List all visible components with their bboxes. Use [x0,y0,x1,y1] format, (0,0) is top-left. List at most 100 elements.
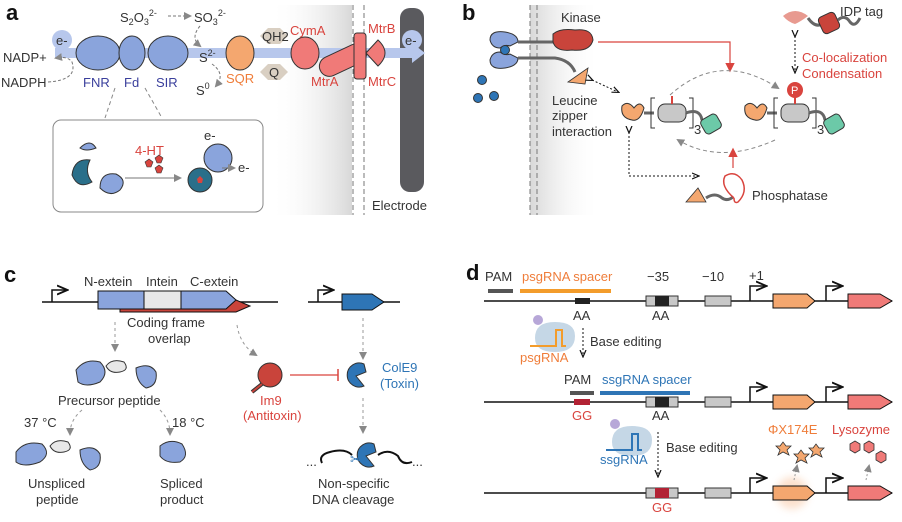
spliced-arrow [159,409,174,436]
ligand [473,93,483,103]
precursor-intein [105,360,127,373]
aa-label: AA [652,408,670,423]
psg-spacer-label: psgRNA spacer [522,269,613,284]
scissors-icon: ✂ [350,451,362,467]
base-editing-label-2: Base editing [666,440,738,455]
mtrb-protein [353,32,367,80]
bound-inducer [197,176,203,183]
idp-partner-shape [783,11,808,24]
repeat-count: 3 [694,122,701,137]
deaminase [533,315,543,325]
substrate-domain [657,103,687,123]
ligand [500,45,510,55]
unspliced-label-1: Unspliced [28,476,85,491]
lysozyme-protein [875,450,887,464]
spliced-product [159,440,186,463]
reporter-domain [700,113,722,135]
kinase-activity-arrow [598,41,735,73]
target-site [575,298,590,304]
fd-protein [118,35,146,71]
mtrc-label: MtrC [368,74,396,89]
phix-protein-star [775,441,792,456]
phosphatase [722,173,745,204]
lysozyme-gene [847,293,893,309]
dna-ellipsis-right: ... [412,454,423,469]
minus35-site [655,397,669,407]
phix-label: ΦX174E [768,422,818,437]
sir-protein [147,35,189,71]
n-extein-label: N-extein [84,274,132,289]
panel-c-letter: c [4,262,16,287]
zipper-domain [621,102,645,121]
colocalization-label: Co-localization [802,50,887,65]
base-editing-label-1: Base editing [590,334,662,349]
panel-a: a Electrode e- e- NADP+ NADPH FNR Fd SIR… [1,0,427,215]
deaminase [610,419,620,429]
nadph-label: NADPH [1,75,47,90]
dna-ellipsis-left: ... [306,454,317,469]
pam-label-1: PAM [485,269,512,284]
kinase-label: Kinase [561,10,601,25]
promoter-arrow [825,387,841,402]
c-extein-segment [180,290,237,310]
leucine-label-2: zipper [552,108,588,123]
gg-label: GG [652,500,672,515]
lysozyme-gene [847,485,893,501]
receptor-linker [518,56,577,73]
promoter-arrow [51,290,66,302]
q-hexagon [260,64,288,80]
minus10-label: −10 [702,269,724,284]
electron-right: e- [405,33,417,48]
panel-c: c N-extein Intein C-extein Coding frame … [4,262,423,507]
electron-bubble [52,30,72,50]
ssgrna-shape [606,433,642,451]
psgrna-label: psgRNA [520,350,569,365]
precursor-label: Precursor peptide [58,393,161,408]
toxin-label: (Toxin) [380,376,419,391]
electron-left: e- [56,33,68,48]
mtrb-label: MtrB [368,21,395,36]
cleavage-label-1: Non-specific [318,476,390,491]
edited-minus35-site [655,488,669,498]
minus35-site [655,296,669,306]
electrode-label: Electrode [372,198,427,213]
plus1-label: +1 [749,268,764,283]
leucine-label-1: Leucine [552,93,598,108]
zipper-domain [744,102,768,121]
panel-b: b Kinase Leucine zipper interaction 3 [462,0,887,215]
sulfite-to-sulfide-arrow [192,25,202,48]
fd-label: Fd [124,75,139,90]
panel-b-letter: b [462,0,475,25]
intein-label: Intein [146,274,178,289]
phix-gene [772,485,816,501]
cyma-label: CymA [290,23,326,38]
overlap-label-2: overlap [148,331,191,346]
dna-strand [320,449,413,465]
im9-protein [257,362,283,388]
spliced-label-1: Spliced [160,476,203,491]
linker [685,110,704,121]
sulfite-label: SO32- [194,8,226,27]
phosphatase-zipper [685,187,707,203]
sir-label: SIR [156,75,178,90]
phosphorylation-arrow [669,70,780,96]
idp-tag-domain [817,11,841,35]
bracket-left [773,97,778,129]
lysozyme-protein [849,440,861,454]
receptor-top [489,31,519,49]
unspliced-intein [49,440,71,453]
phix-protein-star [793,449,810,464]
minus35-label: −35 [647,269,669,284]
panel-d-letter: d [466,260,479,285]
promoter-arrow [825,286,841,301]
inducer-molecule [144,158,154,168]
mtrc-protein [365,39,386,67]
thiosulfate-label: S2O32- [120,8,157,27]
receptor-bottom [489,51,519,69]
phosphatase-linker [705,193,736,202]
repeat-count: 3 [817,122,824,137]
psgrna-shape [530,329,566,347]
ligand [477,75,487,85]
promoter-arrow [825,478,841,493]
promoter-arrow [317,290,332,302]
